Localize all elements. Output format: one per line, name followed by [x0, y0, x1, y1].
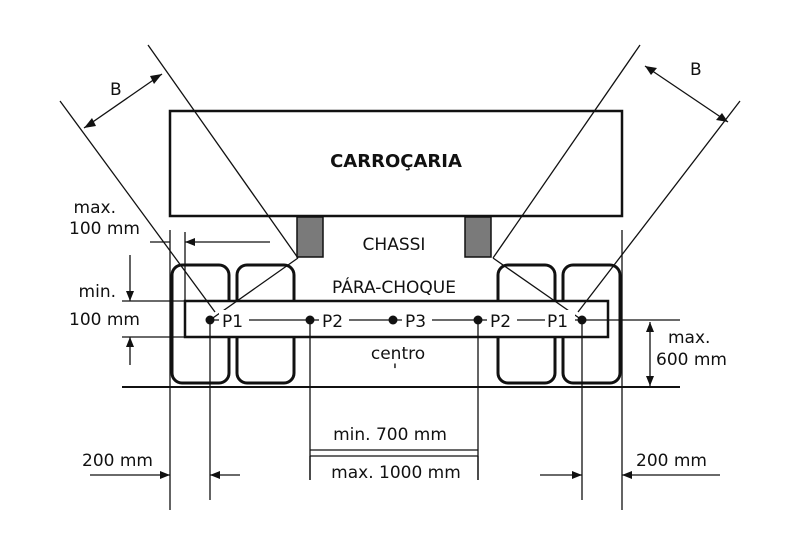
- point-label-p3: P3: [405, 312, 426, 332]
- dim200-left-arrowhead-b: [210, 471, 220, 479]
- diag-right-inner: [492, 44, 641, 259]
- p2-left-label-bg: [319, 310, 349, 330]
- b-right-arrowhead-a: [645, 66, 657, 75]
- min100-label-line1: min.: [79, 282, 116, 302]
- dim200-right-label: 200 mm: [636, 451, 707, 471]
- max100-label-line2: 100 mm: [69, 219, 140, 239]
- point-p2-left-dot: [305, 315, 315, 325]
- b-right-label: B: [690, 60, 702, 80]
- point-p1-right-dot: [577, 315, 587, 325]
- max100-arrowhead: [185, 238, 195, 246]
- max100-label-line1: max.: [74, 198, 116, 218]
- min100-arrowhead-bottom: [126, 337, 134, 347]
- dim200-left-label: 200 mm: [82, 451, 153, 471]
- p1-left-label-bg: [219, 310, 249, 330]
- chassis-post-left: [296, 216, 324, 258]
- point-p2-right-dot: [473, 315, 483, 325]
- max600-label-line2: 600 mm: [656, 350, 727, 370]
- max1000-label: max. 1000 mm: [331, 463, 461, 483]
- chassis-label: CHASSI: [363, 235, 426, 255]
- chassis-post-right: [464, 216, 492, 258]
- b-left-label: B: [110, 80, 122, 100]
- max600-arrowhead-top: [646, 322, 654, 332]
- point-p1-left-dot: [205, 315, 215, 325]
- point-label-p2-right: P2: [490, 312, 511, 332]
- body-label: CARROÇARIA: [330, 151, 462, 172]
- max600-arrowhead-bottom: [646, 376, 654, 386]
- point-label-p1-right: P1: [547, 312, 568, 332]
- point-label-p2-left: P2: [322, 312, 343, 332]
- b-right-arrowhead-b: [716, 113, 728, 122]
- diag-left-link: [209, 257, 299, 321]
- dim200-left-arrowhead-a: [160, 471, 170, 479]
- p3-label-bg: [402, 310, 432, 330]
- diag-left-outer: [59, 100, 216, 313]
- dim200-right-arrowhead-b: [622, 471, 632, 479]
- bumper-label: PÁRA-CHOQUE: [332, 276, 456, 298]
- min700-label: min. 700 mm: [333, 425, 447, 445]
- b-left-dimension: [83, 73, 163, 129]
- diag-right-outer: [577, 100, 741, 313]
- max600-label-line1: max.: [668, 328, 710, 348]
- b-right-dimension: [644, 65, 729, 123]
- p2-right-label-bg: [487, 310, 517, 330]
- center-label: centro: [371, 344, 425, 364]
- dim200-right-arrowhead-a: [572, 471, 582, 479]
- b-left-arrowhead-b: [150, 74, 162, 84]
- diag-right-link: [492, 257, 583, 321]
- b-left-arrowhead-a: [84, 118, 96, 128]
- point-p3-dot: [388, 315, 398, 325]
- point-label-p1-left: P1: [222, 312, 243, 332]
- p1-right-label-bg: [545, 310, 575, 330]
- center-mark: ': [393, 361, 398, 381]
- min100-label-line2: 100 mm: [69, 310, 140, 330]
- min100-arrowhead-top: [126, 291, 134, 301]
- diag-left-inner: [147, 44, 299, 259]
- body-box: [168, 109, 624, 218]
